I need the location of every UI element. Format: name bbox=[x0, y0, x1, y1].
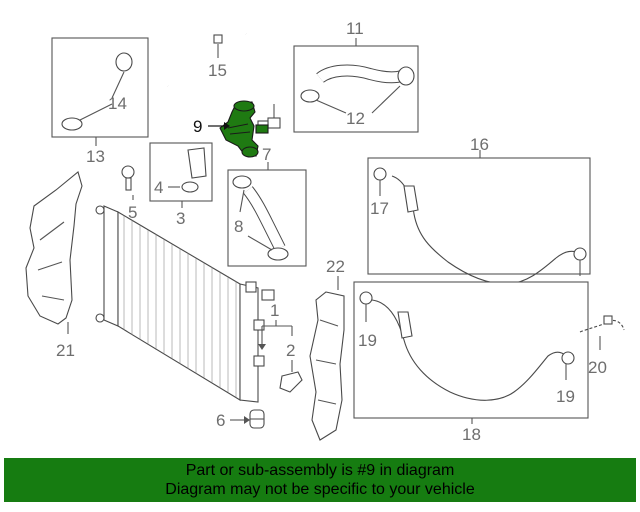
hose-clamp-14-bottom bbox=[61, 117, 83, 131]
clip-19-right bbox=[561, 351, 575, 365]
part-group-15[interactable]: 15 bbox=[164, 26, 247, 87]
callout-14[interactable]: 14 bbox=[108, 94, 127, 113]
radiator-drain bbox=[253, 319, 265, 331]
hose-clamp-12-right bbox=[397, 66, 415, 86]
hose-clip-15 bbox=[213, 34, 223, 44]
heater-hose-fill bbox=[244, 186, 285, 251]
banner-line-2: Diagram may not be specific to your vehi… bbox=[165, 481, 475, 498]
part-group-7[interactable]: 8 7 bbox=[227, 145, 307, 267]
bolt-5-head bbox=[121, 165, 135, 179]
hose-grommet-18 bbox=[397, 311, 413, 339]
part-group-11[interactable]: 12 11 bbox=[293, 19, 419, 133]
hose-clamp-12-left bbox=[300, 89, 320, 103]
part-group-10[interactable] bbox=[257, 104, 281, 129]
drain-plug-2 bbox=[279, 371, 303, 393]
callout-5[interactable]: 5 bbox=[128, 203, 137, 222]
callout-19-right[interactable]: 19 bbox=[556, 387, 575, 406]
clip-17-left bbox=[373, 167, 387, 181]
callout-16[interactable]: 16 bbox=[470, 135, 489, 154]
upper-hose-fill bbox=[59, 54, 121, 114]
air-guide-21 bbox=[25, 171, 83, 325]
bolt-10-head bbox=[267, 117, 281, 129]
radiator-core bbox=[117, 211, 241, 401]
radiator-left-tank bbox=[103, 205, 119, 327]
info-banner: Part or sub-assembly is #9 in diagram Di… bbox=[4, 458, 636, 502]
callout-1[interactable]: 1 bbox=[270, 301, 279, 320]
part-group-9[interactable]: 9 bbox=[193, 100, 269, 158]
air-guide-22 bbox=[309, 291, 345, 441]
callout-13[interactable]: 13 bbox=[86, 147, 105, 166]
callout-22[interactable]: 22 bbox=[326, 257, 345, 276]
bypass-hose-fill bbox=[164, 26, 247, 87]
part-group-6[interactable]: 6 bbox=[216, 409, 265, 430]
part-group-18[interactable]: 19 19 18 bbox=[353, 281, 589, 444]
part-group-1[interactable]: 1 bbox=[258, 301, 293, 350]
part-group-21[interactable]: 21 bbox=[25, 171, 83, 360]
callout-20[interactable]: 20 bbox=[588, 358, 607, 377]
callout-12[interactable]: 12 bbox=[346, 109, 365, 128]
callout-19-left[interactable]: 19 bbox=[358, 331, 377, 350]
part-group-5[interactable]: 5 bbox=[121, 165, 137, 222]
part-box-18 bbox=[353, 281, 589, 419]
part-box-16 bbox=[367, 157, 591, 275]
radiator-mount-top bbox=[95, 205, 105, 215]
callout-17-left[interactable]: 17 bbox=[370, 199, 389, 218]
callout-18[interactable]: 18 bbox=[462, 425, 481, 444]
housing-side-port bbox=[255, 124, 269, 134]
bolt-5-shank bbox=[125, 177, 132, 191]
grommet-4 bbox=[181, 181, 199, 193]
hose-clamp-14-top bbox=[115, 52, 133, 72]
callout-21[interactable]: 21 bbox=[56, 341, 75, 360]
clip-17-right bbox=[573, 247, 587, 261]
callout-7[interactable]: 7 bbox=[262, 145, 271, 164]
radiator-outlet bbox=[253, 355, 265, 367]
hose-grommet-16 bbox=[403, 185, 419, 213]
radiator-inlet bbox=[261, 289, 275, 301]
part-group-22[interactable]: 22 bbox=[309, 257, 345, 441]
radiator-right-tank bbox=[239, 283, 259, 403]
callout-9[interactable]: 9 bbox=[193, 117, 202, 136]
radiator-cap-neck bbox=[245, 281, 257, 293]
strap-20-clip bbox=[603, 315, 613, 325]
clip-19-left bbox=[359, 291, 373, 305]
part-group-3[interactable]: 4 3 bbox=[149, 142, 213, 228]
bracket-3 bbox=[187, 147, 207, 179]
hose-clamp-8-bottom bbox=[267, 247, 289, 261]
part-group-13[interactable]: 14 13 bbox=[51, 37, 149, 166]
housing-upper-outlet bbox=[233, 100, 255, 112]
exploded-parts-diagram: 14 13 15 12 11 bbox=[25, 19, 625, 444]
hose-clamp-8-top bbox=[232, 175, 252, 189]
part-group-20[interactable]: 20 bbox=[579, 315, 625, 377]
callout-8[interactable]: 8 bbox=[234, 217, 243, 236]
banner-line-1: Part or sub-assembly is #9 in diagram bbox=[185, 462, 455, 479]
callout-11[interactable]: 11 bbox=[346, 19, 364, 38]
radiator-mount-bottom bbox=[95, 313, 105, 323]
highlighted-part-9[interactable] bbox=[219, 100, 269, 158]
radiator-1[interactable] bbox=[95, 205, 275, 403]
callout-4[interactable]: 4 bbox=[154, 178, 163, 197]
callout-3[interactable]: 3 bbox=[176, 209, 185, 228]
part-group-2[interactable]: 2 bbox=[279, 341, 303, 393]
callout-15[interactable]: 15 bbox=[208, 61, 227, 80]
lower-hose-fill bbox=[316, 65, 404, 83]
callout-6[interactable]: 6 bbox=[216, 411, 225, 430]
part-group-16[interactable]: 17 17 16 bbox=[367, 135, 591, 300]
housing-lower-outlet bbox=[241, 146, 259, 158]
callout-2[interactable]: 2 bbox=[286, 341, 295, 360]
